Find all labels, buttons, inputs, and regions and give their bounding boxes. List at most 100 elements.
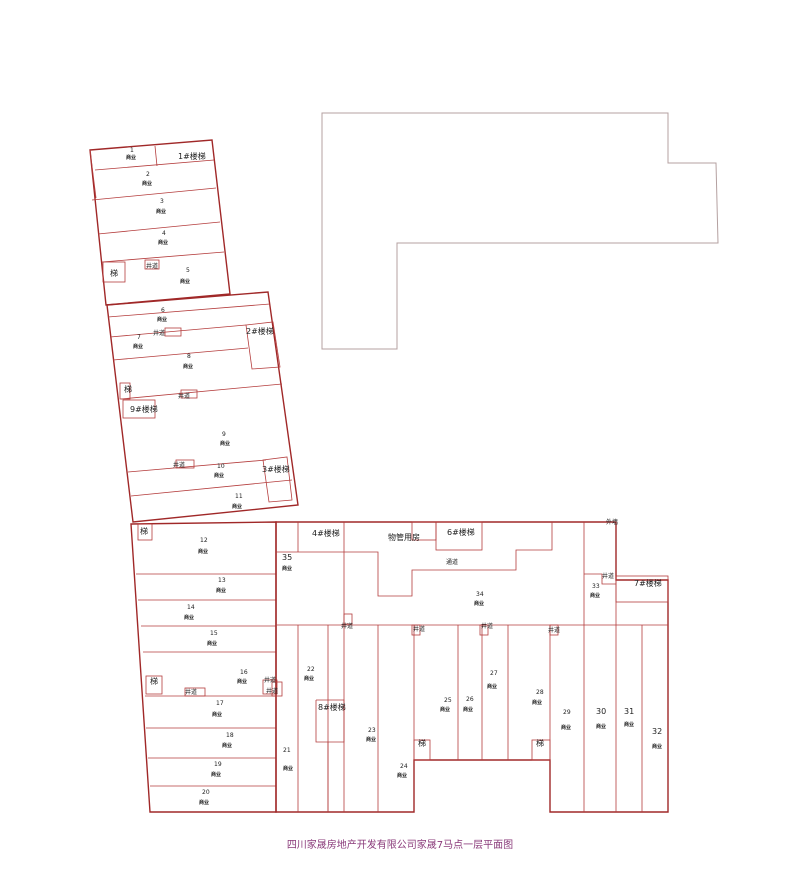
stair-label-28: 梯 xyxy=(536,738,544,748)
unit-28-number: 28 xyxy=(536,689,544,696)
unit-4-use: 商业 xyxy=(158,239,168,246)
unit-29-use: 商业 xyxy=(561,724,571,731)
unit-15-number: 15 xyxy=(210,630,218,637)
unit-5-use: 商业 xyxy=(180,278,190,285)
unit-34-number: 34 xyxy=(476,591,484,598)
unit-21-number: 21 xyxy=(283,747,291,754)
unit-27-use: 商业 xyxy=(487,683,497,690)
wing-lower-left xyxy=(130,521,278,813)
unit-3-number: 3 xyxy=(160,198,164,205)
shaft-label-33: 井道 xyxy=(602,572,614,580)
unit-14-number: 14 xyxy=(187,604,195,611)
unit-26-use: 商业 xyxy=(463,706,473,713)
unit-25-number: 25 xyxy=(444,697,452,704)
unit-19-number: 19 xyxy=(214,761,222,768)
unit-21-use: 商业 xyxy=(283,765,293,772)
stair-3-label: 3#楼梯 xyxy=(262,464,290,474)
unit-12-use: 商业 xyxy=(198,548,208,555)
shaft-label-16a: 井道 xyxy=(185,688,197,696)
unit-14-use: 商业 xyxy=(184,614,194,621)
unit-26-number: 26 xyxy=(466,696,474,703)
drawing-title: 四川家晟房地产开发有限公司家晟7马点一层平面图 xyxy=(286,840,514,851)
stair-1-label: 1#楼梯 xyxy=(178,151,206,161)
unit-15-use: 商业 xyxy=(207,640,217,647)
unit-22-use: 商业 xyxy=(304,675,314,682)
unit-11-number: 11 xyxy=(235,493,243,500)
unit-18-number: 18 xyxy=(226,732,234,739)
shaft-label-8: 井道 xyxy=(178,392,190,400)
unit-9-number: 9 xyxy=(222,431,226,438)
unit-29-number: 29 xyxy=(563,709,571,716)
unit-9-use: 商业 xyxy=(220,440,230,447)
wing-upper xyxy=(89,139,231,306)
stair-label-24: 梯 xyxy=(418,738,426,748)
unit-23-use: 商业 xyxy=(366,736,376,743)
unit-17-use: 商业 xyxy=(212,711,222,718)
unit-32-number: 32 xyxy=(652,727,662,736)
shaft-label-16b: 井道 xyxy=(264,676,276,684)
unit-10-number: 10 xyxy=(217,463,225,470)
unit-20-use: 商业 xyxy=(199,799,209,806)
unit-13-use: 商业 xyxy=(216,587,226,594)
unit-12-number: 12 xyxy=(200,537,208,544)
unit-24-use: 商业 xyxy=(397,772,407,779)
unit-6-use: 商业 xyxy=(157,316,167,323)
unit-24-number: 24 xyxy=(400,763,408,770)
unit-6-number: 6 xyxy=(161,307,165,314)
unit-10-use: 商业 xyxy=(214,472,224,479)
unit-8-number: 8 xyxy=(187,353,191,360)
wing-middle xyxy=(106,291,299,523)
adjacent-building-outline xyxy=(321,112,719,350)
unit-11-use: 商业 xyxy=(232,503,242,510)
outer-wall-label: 外墙 xyxy=(606,518,618,526)
shaft-label-5: 井道 xyxy=(146,262,158,270)
unit-8-use: 商业 xyxy=(183,363,193,370)
unit-23-number: 23 xyxy=(368,727,376,734)
unit-30-use: 商业 xyxy=(596,723,606,730)
unit-5-number: 5 xyxy=(186,267,190,274)
unit-7-number: 7 xyxy=(137,334,141,341)
unit-17-number: 17 xyxy=(216,700,224,707)
unit-19-use: 商业 xyxy=(211,771,221,778)
unit-1-number: 1 xyxy=(130,147,134,154)
unit-16-number: 16 xyxy=(240,669,248,676)
labels: 1 商业 1#楼梯 2 商业 3 商业 4 商业 梯 井道 5 商业 6 商业 … xyxy=(110,147,662,806)
corridor-label: 通道 xyxy=(446,558,458,566)
unit-27-number: 27 xyxy=(490,670,498,677)
stair-6-label: 6#楼梯 xyxy=(447,527,475,537)
shaft-label-27: 井道 xyxy=(481,622,493,630)
shaft-label-22: 井道 xyxy=(266,687,278,695)
unit-31-number: 31 xyxy=(624,707,634,716)
stair-4-label: 4#楼梯 xyxy=(312,528,340,538)
stair-label-5: 梯 xyxy=(110,268,118,278)
unit-35-number: 35 xyxy=(282,553,292,562)
unit-20-number: 20 xyxy=(202,789,210,796)
shaft-label-29: 井道 xyxy=(548,626,560,634)
stair-8-label: 8#楼梯 xyxy=(318,702,346,712)
unit-34-use: 商业 xyxy=(474,600,484,607)
shaft-label-7: 井道 xyxy=(153,329,165,337)
unit-4-number: 4 xyxy=(162,230,166,237)
block-central xyxy=(271,521,669,813)
unit-3-use: 商业 xyxy=(156,208,166,215)
unit-30-number: 30 xyxy=(596,707,606,716)
unit-2-use: 商业 xyxy=(142,180,152,187)
unit-18-use: 商业 xyxy=(222,742,232,749)
unit-22-number: 22 xyxy=(307,666,315,673)
unit-35-use: 商业 xyxy=(282,565,292,572)
unit-16-use: 商业 xyxy=(237,678,247,685)
unit-13-number: 13 xyxy=(218,577,226,584)
unit-32-use: 商业 xyxy=(652,743,662,750)
stair-9-label: 9#楼梯 xyxy=(130,404,158,414)
shaft-label-23: 井道 xyxy=(341,622,353,630)
stair-2-label: 2#楼梯 xyxy=(246,326,274,336)
unit-33-number: 33 xyxy=(592,583,600,590)
stair-label-16: 梯 xyxy=(150,676,158,686)
unit-7-use: 商业 xyxy=(133,343,143,350)
mgmt-room-label: 物管用房 xyxy=(388,532,420,542)
unit-25-use: 商业 xyxy=(440,706,450,713)
unit-28-use: 商业 xyxy=(532,699,542,706)
unit-2-number: 2 xyxy=(146,171,150,178)
stair-label-12: 梯 xyxy=(140,526,148,536)
